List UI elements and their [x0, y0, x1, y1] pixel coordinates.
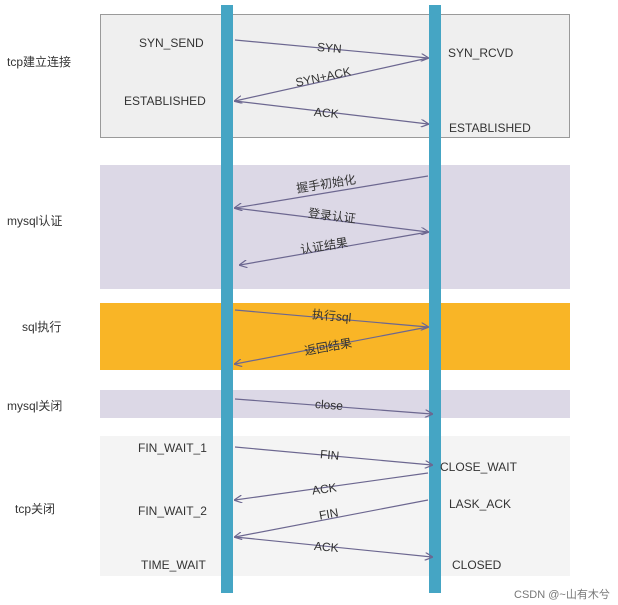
- msg-fin-1: FIN: [319, 447, 340, 463]
- state-closed: CLOSED: [452, 558, 502, 572]
- watermark: CSDN @~山有木兮: [514, 589, 610, 601]
- arrow-auth-result: [240, 231, 429, 265]
- arrow-exec-sql: [234, 309, 428, 327]
- arrow-ack-close: [235, 472, 429, 500]
- state-time-wait: TIME_WAIT: [141, 558, 206, 572]
- state-established-server: ESTABLISHED: [449, 121, 531, 135]
- arrow-fin-1: [234, 446, 432, 465]
- msg-ack-open: ACK: [313, 104, 340, 122]
- msg-ack-final: ACK: [313, 538, 340, 556]
- arrow-syn-ack: [235, 57, 429, 101]
- state-syn-send: SYN_SEND: [139, 36, 204, 50]
- section-label-mysql-auth: mysql认证: [7, 214, 63, 228]
- mysql-close-band: [100, 390, 570, 418]
- msg-exec-sql: 执行sql: [311, 307, 352, 325]
- arrow-login-auth: [234, 207, 428, 232]
- state-syn-rcvd: SYN_RCVD: [448, 46, 514, 60]
- state-close-wait: CLOSE_WAIT: [440, 460, 517, 474]
- arrow-ack-open: [234, 100, 428, 124]
- arrow-syn: [234, 39, 428, 58]
- msg-syn: SYN: [316, 39, 343, 57]
- section-label-tcp-close: tcp关闭: [15, 502, 56, 516]
- server-lifeline: [429, 5, 441, 593]
- tcp-open-band: [100, 14, 570, 138]
- section-label-mysql-close: mysql关闭: [7, 399, 63, 413]
- arrow-return-result: [235, 326, 429, 364]
- mysql-auth-band: [100, 165, 570, 289]
- msg-close: close: [314, 397, 344, 413]
- state-fin-wait-1: FIN_WAIT_1: [138, 441, 207, 455]
- state-fin-wait-2: FIN_WAIT_2: [138, 504, 207, 518]
- state-established-client: ESTABLISHED: [124, 94, 206, 108]
- state-lask-ack: LASK_ACK: [449, 497, 512, 511]
- arrow-handshake-init: [235, 175, 429, 208]
- sql-exec-band: [100, 303, 570, 370]
- tcp-close-band: [100, 436, 570, 576]
- section-label-sql-exec: sql执行: [22, 320, 62, 334]
- arrow-close: [234, 398, 432, 414]
- arrow-fin-2: [235, 499, 429, 537]
- section-label-tcp-open: tcp建立连接: [7, 55, 72, 69]
- arrow-ack-final: [234, 536, 432, 557]
- client-lifeline: [221, 5, 233, 593]
